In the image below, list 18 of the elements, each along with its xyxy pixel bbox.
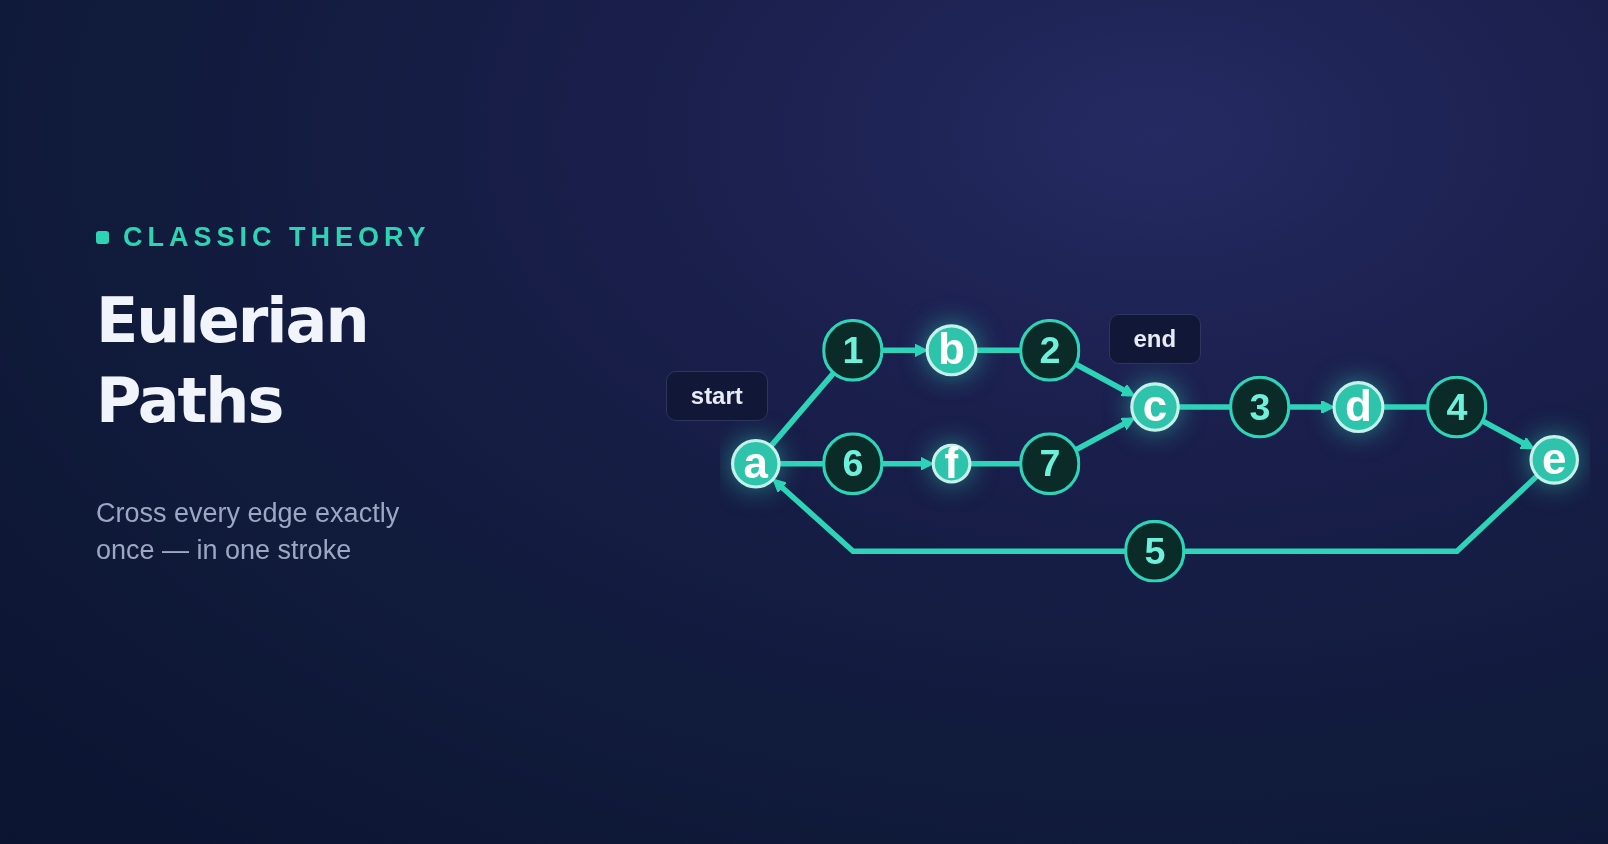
edge-number-label: 7 <box>1019 432 1081 496</box>
subtitle: Cross every edge exactly once — in one stroke <box>96 497 401 567</box>
edge-number-label: 3 <box>1229 375 1291 439</box>
tag-label: start <box>665 370 768 421</box>
edge-number-label: 4 <box>1426 375 1488 439</box>
title: Eulerian Paths <box>96 283 369 439</box>
edge-number-label: 6 <box>822 432 884 496</box>
circle-node: c <box>1130 381 1180 432</box>
circle-node: a <box>731 438 781 489</box>
edge-number-label: 5 <box>1124 519 1186 583</box>
circle-node: e <box>1529 434 1579 485</box>
tag-label: end <box>1108 314 1202 365</box>
kicker-label: CLASSIC THEORY <box>123 222 431 253</box>
edge-number-label: 1 <box>822 318 884 382</box>
circle-node: d <box>1332 381 1385 434</box>
edge-number-label: 2 <box>1019 318 1081 382</box>
arrow <box>772 473 1540 554</box>
circle-node: b <box>925 324 978 377</box>
